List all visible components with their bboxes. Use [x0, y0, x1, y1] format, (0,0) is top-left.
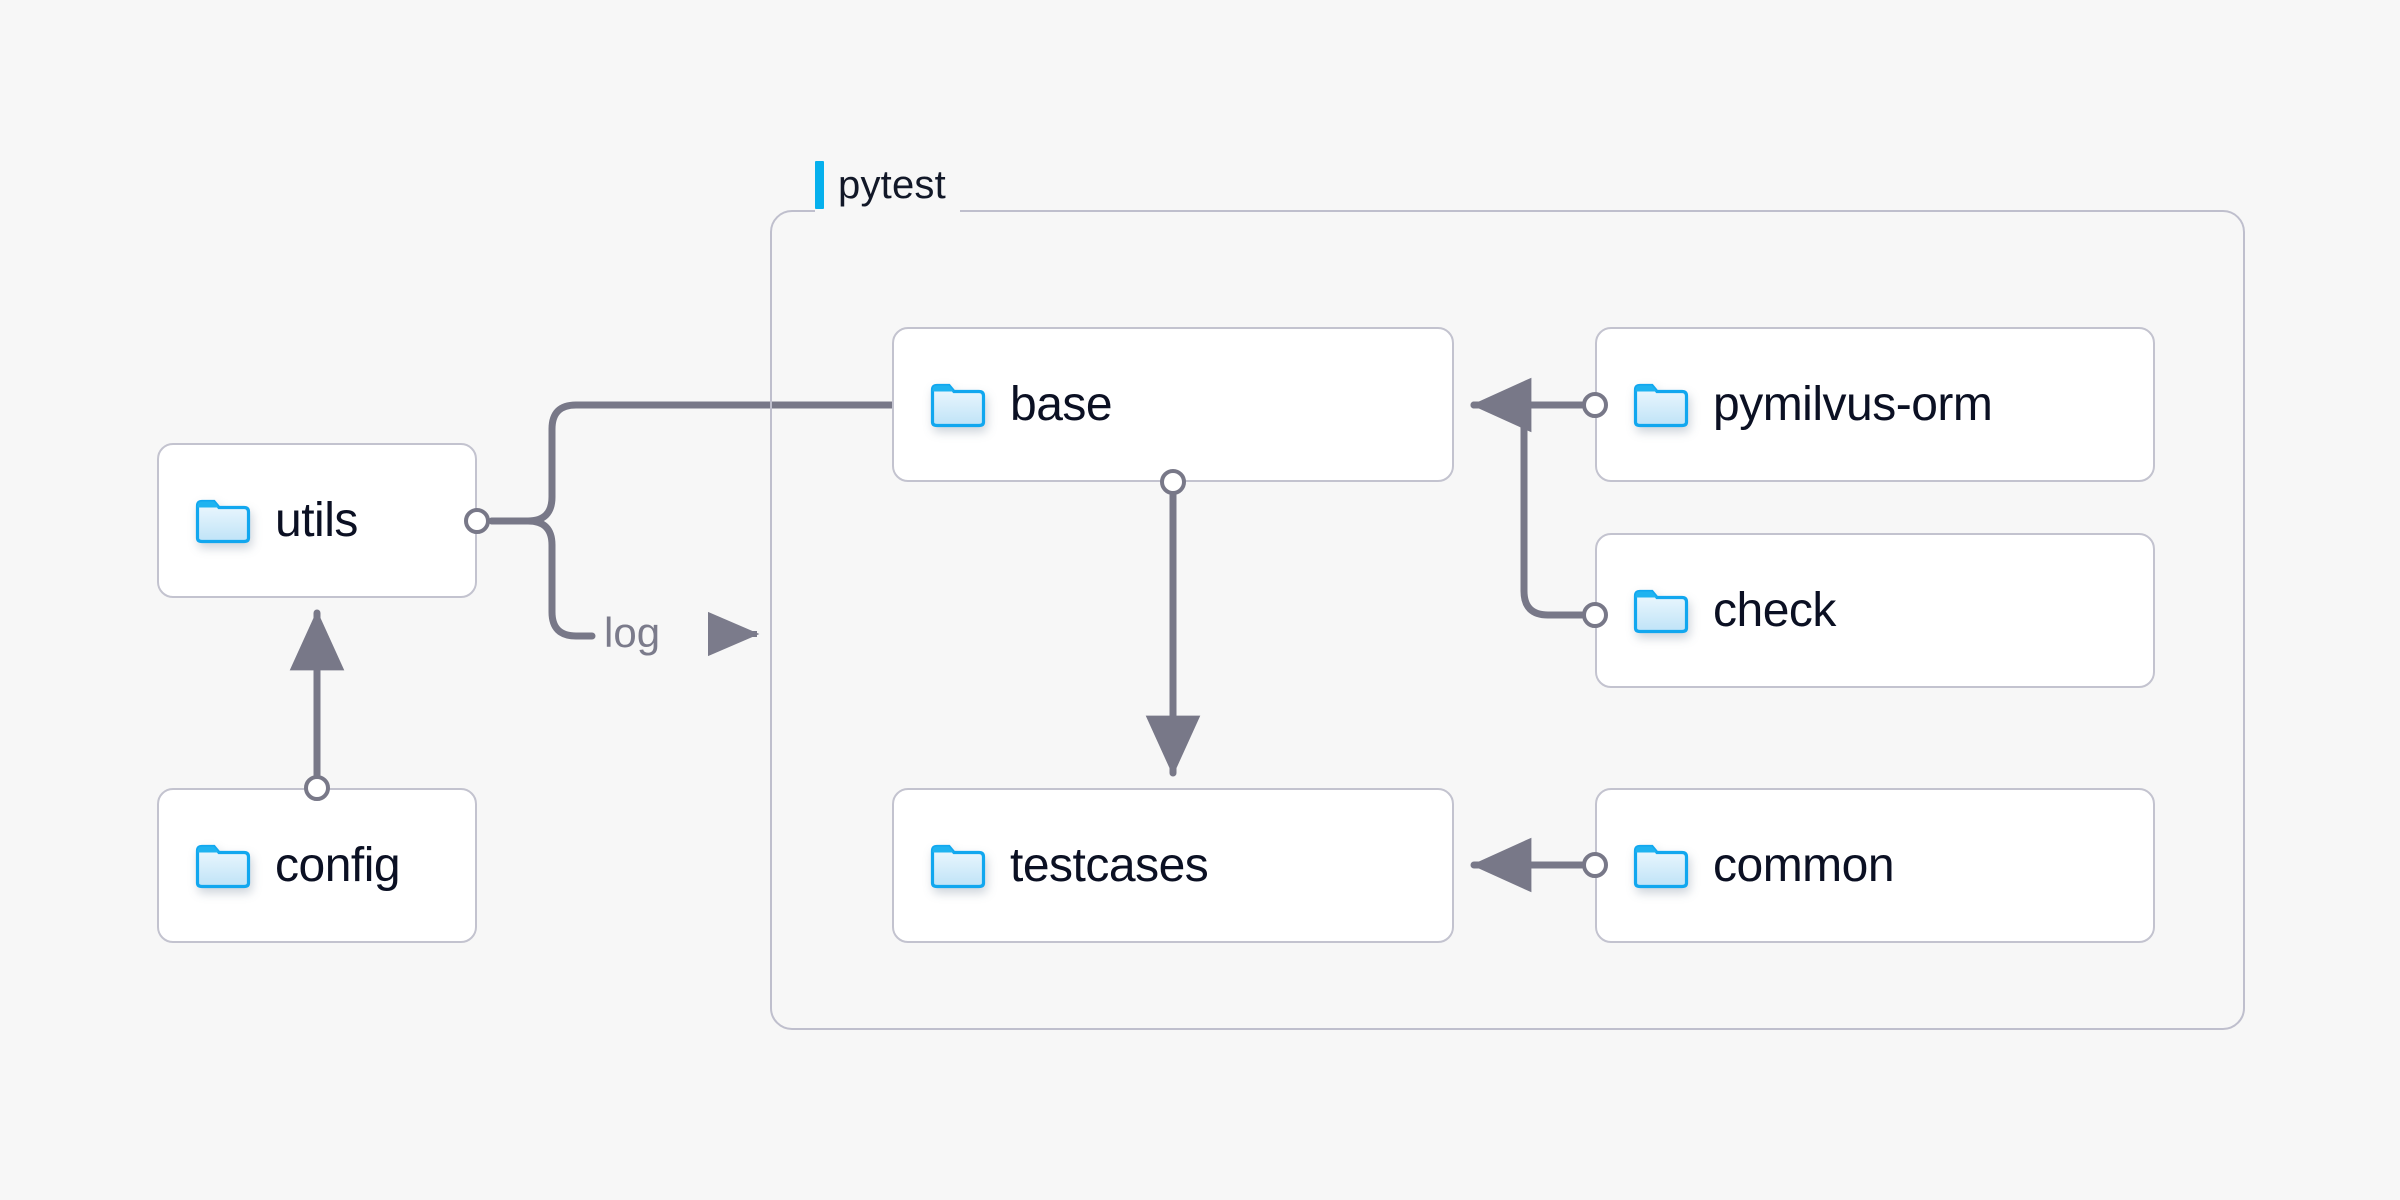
- node-pymilvus-orm-label: pymilvus-orm: [1713, 377, 1993, 431]
- port-base-out[interactable]: [1160, 469, 1186, 495]
- group-pytest-label: pytest: [815, 158, 960, 212]
- folder-icon: [1633, 382, 1689, 428]
- port-common-out[interactable]: [1582, 852, 1608, 878]
- node-config[interactable]: config: [157, 788, 477, 943]
- folder-icon: [1633, 588, 1689, 634]
- folder-icon: [1633, 843, 1689, 889]
- port-pymilvus-out[interactable]: [1582, 392, 1608, 418]
- node-check-label: check: [1713, 583, 1836, 637]
- group-pytest-label-text: pytest: [838, 162, 946, 207]
- node-testcases[interactable]: testcases: [892, 788, 1454, 943]
- node-config-label: config: [275, 838, 401, 892]
- folder-icon: [195, 498, 251, 544]
- group-pytest[interactable]: [770, 210, 2245, 1030]
- node-base-label: base: [1010, 377, 1113, 431]
- folder-icon: [930, 382, 986, 428]
- node-common-label: common: [1713, 838, 1895, 892]
- node-utils-label: utils: [275, 493, 358, 547]
- port-utils-out[interactable]: [464, 508, 490, 534]
- folder-icon: [930, 843, 986, 889]
- port-config-out[interactable]: [304, 775, 330, 801]
- port-check-out[interactable]: [1582, 602, 1608, 628]
- folder-icon: [195, 843, 251, 889]
- node-pymilvus-orm[interactable]: pymilvus-orm: [1595, 327, 2155, 482]
- node-utils[interactable]: utils: [157, 443, 477, 598]
- edge-label-log: log: [604, 609, 661, 656]
- node-testcases-label: testcases: [1010, 838, 1209, 892]
- node-common[interactable]: common: [1595, 788, 2155, 943]
- node-check[interactable]: check: [1595, 533, 2155, 688]
- node-base[interactable]: base: [892, 327, 1454, 482]
- edge-utils-log: [488, 517, 596, 640]
- accent-bar-icon: [815, 161, 824, 209]
